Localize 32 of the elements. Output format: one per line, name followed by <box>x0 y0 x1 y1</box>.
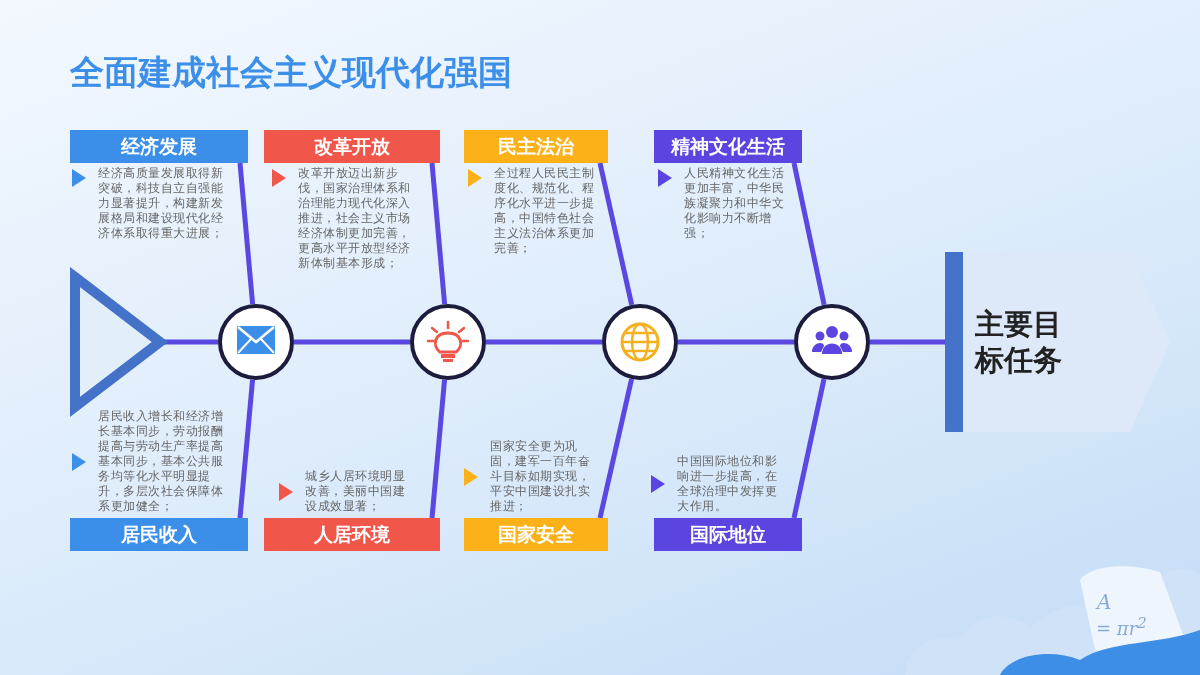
connector-line <box>791 378 827 519</box>
description-text: 城乡人居环境明显改善，美丽中国建设成效显著； <box>305 469 406 514</box>
connector-line <box>237 379 256 519</box>
connector-line <box>597 162 635 306</box>
connector-line <box>870 339 945 345</box>
connector-line <box>294 339 410 345</box>
description-text: 人民精神文化生活更加丰富，中华民族凝聚力和中华文化影响力不断增强； <box>684 166 785 241</box>
category-label: 民主法治 <box>464 130 608 163</box>
formula-letter: A <box>1097 590 1112 614</box>
category-label: 国家安全 <box>464 518 608 551</box>
goal-text: 主要目标任务 <box>975 306 1063 378</box>
description-text: 国家安全更为巩固，建军一百年奋斗目标如期实现，平安中国建设扎实推进； <box>490 439 591 514</box>
formula-text: = πr$^{2}$ <box>1096 614 1147 639</box>
category-label: 精神文化生活 <box>654 130 802 163</box>
description-text: 居民收入增长和经济增长基本同步，劳动报酬提高与劳动生产率提高基本同步，基本公共服务均等化水平明显提升，多层次社会保障体系更加健全； <box>98 409 224 514</box>
category-label: 国际地位 <box>654 518 802 551</box>
connector-line <box>429 162 448 305</box>
description-text: 中国国际地位和影响进一步提高，在全球治理中发挥更大作用。 <box>677 454 778 514</box>
title: 全面建成社会主义现代化强国 <box>70 51 512 94</box>
category-label: 居民收入 <box>70 518 248 551</box>
connector-line <box>791 162 827 306</box>
connector-line <box>237 162 256 305</box>
description-text: 经济高质量发展取得新突破，科技自立自强能力显著提升，构建新发展格局和建设现代化经济体系取得重大进展； <box>98 166 224 241</box>
connector-line <box>486 339 602 345</box>
category-label: 经济发展 <box>70 130 248 163</box>
description-text: 改革开放迈出新步伐，国家治理体系和治理能力现代化深入推进，社会主义市场经济体制更加完善，更高水平开放型经济新体制基本形成； <box>298 166 412 271</box>
category-label: 人居环境 <box>264 518 440 551</box>
connector-line <box>597 378 634 519</box>
connector-line <box>429 379 448 519</box>
connector-line <box>678 339 794 345</box>
category-label: 改革开放 <box>264 130 440 163</box>
description-text: 全过程人民民主制度化、规范化、程序化水平进一步提高，中国特色社会主义法治体系更加完善； <box>494 166 595 256</box>
